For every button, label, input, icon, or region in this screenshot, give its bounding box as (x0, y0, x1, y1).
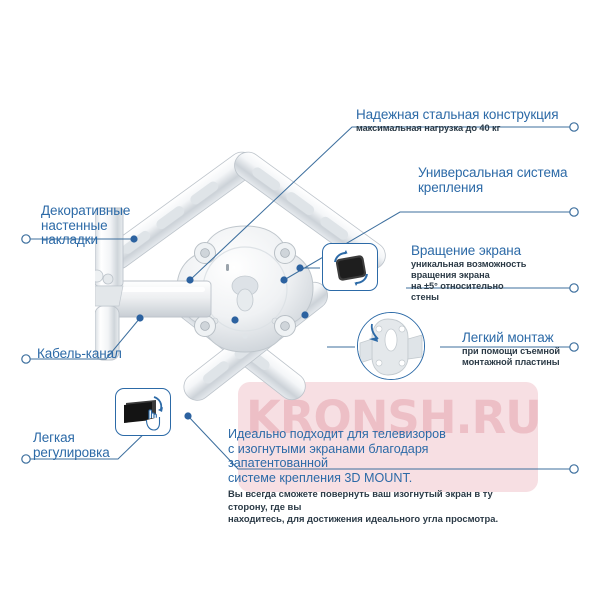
callout-easy-installation: Легкий монтаж при помощи съемной монтажн… (462, 330, 600, 368)
callout-title: Легкая регулировка (33, 430, 110, 460)
callout-subtitle: при помощи съемной монтажной пластины (462, 345, 561, 367)
callout-easy-adjustment: Легкая регулировка (33, 430, 163, 460)
bottom-description-block: Идеально подходит для телевизоров с изог… (228, 427, 528, 526)
callout-title: Универсальная система крепления (418, 165, 568, 195)
callout-title: Вращение экрана (411, 243, 522, 258)
mount-plate-inset (357, 312, 425, 380)
callout-subtitle: уникальная возможность вращения экрана н… (411, 258, 527, 303)
callout-steel-construction: Надежная стальная конструкция максимальн… (356, 107, 576, 134)
mount-plate-photo (358, 313, 424, 379)
callout-screen-rotation: Вращение экрана уникальная возможность в… (411, 243, 586, 304)
callout-title: Надежная стальная конструкция (356, 107, 559, 122)
callout-title: Кабель-канал (37, 346, 122, 361)
bottom-subtitle: Вы всегда сможете повернуть ваш изогнуты… (228, 488, 499, 525)
callout-decorative-covers: Декоративные настенные накладки (41, 203, 171, 248)
adjust-inset (115, 388, 171, 436)
bottom-title: Идеально подходит для телевизоров с изог… (228, 427, 446, 485)
tv-rotate-icon (334, 250, 368, 286)
tv-tilt-hand-icon (124, 396, 163, 431)
callout-universal-mount: Универсальная система крепления (418, 165, 588, 195)
callout-title: Декоративные настенные накладки (41, 203, 131, 247)
rotation-inset (322, 243, 378, 291)
callout-cable-channel: Кабель-канал (37, 346, 167, 362)
callout-subtitle: максимальная нагрузка до 40 кг (356, 122, 501, 133)
callout-title: Легкий монтаж (462, 330, 554, 345)
